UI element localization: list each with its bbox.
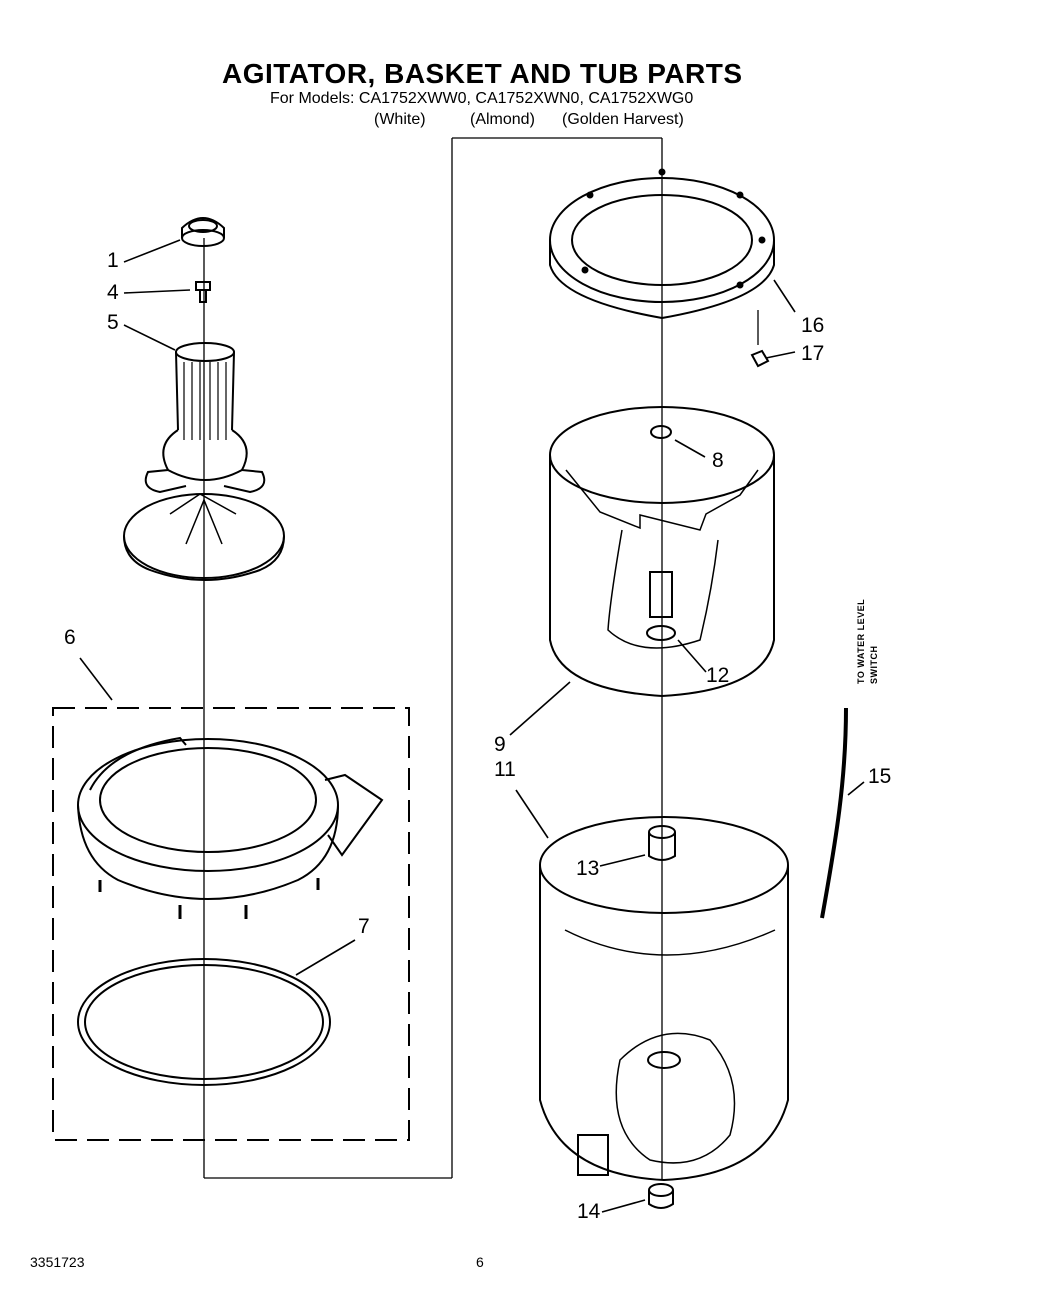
agitator-bolt-part (195, 281, 211, 303)
callout-7: 7 (358, 915, 370, 938)
callout-1: 1 (107, 249, 119, 272)
tub-ring-part (77, 736, 384, 919)
callout-8: 8 (712, 449, 724, 472)
callout-17: 17 (801, 342, 825, 365)
callout-15: 15 (868, 765, 892, 788)
tub-nut-part (648, 825, 676, 861)
page-number: 6 (476, 1254, 484, 1270)
clip-part (750, 349, 770, 368)
callout-leaders (79, 239, 865, 1213)
side-note-line-1: TO WATER LEVEL (856, 598, 866, 684)
color-label-white: (White) (374, 111, 426, 128)
callout-5: 5 (107, 311, 119, 334)
doc-number: 3351723 (30, 1254, 85, 1270)
callout-6: 6 (64, 626, 76, 649)
side-note-line-2: SWITCH (869, 645, 879, 685)
callout-14: 14 (577, 1200, 601, 1223)
callout-12: 12 (706, 664, 730, 687)
callout-13: 13 (576, 857, 600, 880)
callout-16: 16 (801, 314, 825, 337)
agitator-part (123, 342, 285, 581)
water-level-switch-note: TO WATER LEVEL SWITCH (852, 580, 886, 690)
outer-tub-part (539, 816, 789, 1182)
balance-ring-part (549, 168, 775, 320)
kit-dashed-box (52, 707, 410, 1141)
water-level-hose-part (820, 707, 848, 919)
color-label-golden-harvest: (Golden Harvest) (562, 111, 684, 128)
callout-4: 4 (107, 281, 119, 304)
agitator-cap-part (181, 217, 225, 247)
callout-11: 11 (494, 758, 516, 781)
guide-lines (203, 137, 759, 1180)
tub-seal-part (648, 1183, 674, 1209)
models-line: For Models: CA1752XWW0, CA1752XWN0, CA17… (270, 90, 694, 107)
seal-ring-part (77, 958, 331, 1086)
color-label-almond: (Almond) (470, 111, 535, 128)
callout-9: 9 (494, 733, 506, 756)
page-title: AGITATOR, BASKET AND TUB PARTS (222, 58, 743, 89)
basket-part (549, 406, 775, 698)
